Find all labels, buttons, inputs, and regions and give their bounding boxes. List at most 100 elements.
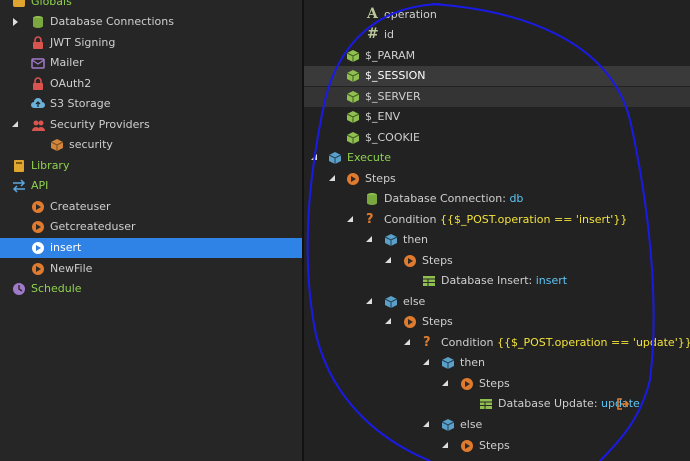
- global-env[interactable]: $_ENV: [304, 107, 690, 127]
- collapse-arrow-icon[interactable]: [311, 154, 317, 160]
- tree-label: NewFile: [50, 262, 93, 275]
- collapse-arrow-icon[interactable]: [385, 257, 391, 263]
- tree-item-api[interactable]: API: [0, 176, 302, 196]
- tree-label: security: [69, 138, 113, 151]
- collapse-arrow-icon[interactable]: [347, 216, 353, 222]
- steps-node[interactable]: Steps: [304, 312, 690, 332]
- tree-label: else: [403, 295, 426, 308]
- tree-label: Database Connections: [50, 15, 174, 28]
- tree-item-schedule[interactable]: Schedule: [0, 279, 302, 299]
- collapse-arrow-icon[interactable]: [423, 421, 429, 427]
- collapse-arrow-icon[interactable]: [329, 175, 335, 181]
- question-icon: ?: [423, 335, 431, 350]
- input-id[interactable]: # id: [304, 25, 690, 45]
- tree-item-mailer[interactable]: Mailer: [0, 53, 302, 73]
- tree-item-getcreateduser[interactable]: Getcreateduser: [0, 217, 302, 237]
- execute-node[interactable]: Execute: [304, 148, 690, 168]
- tree-label: API: [31, 179, 49, 192]
- tree-item-security-providers[interactable]: Security Providers: [0, 115, 302, 135]
- tree-label: Getcreateduser: [50, 220, 136, 233]
- tree-label: Steps: [422, 254, 453, 267]
- clock-icon: [12, 282, 26, 296]
- project-tree: Globals Database Connections JWT Signing…: [0, 0, 302, 461]
- collapse-arrow-icon[interactable]: [404, 339, 410, 345]
- tree-label: Security Providers: [50, 118, 150, 131]
- tree-item-s3-storage[interactable]: S3 Storage: [0, 94, 302, 114]
- condition-insert-step[interactable]: ? Condition {{$_POST.operation == 'inser…: [304, 210, 690, 230]
- steps-node[interactable]: Steps: [304, 374, 690, 394]
- cube-icon: [328, 151, 342, 165]
- tree-label: S3 Storage: [50, 97, 111, 110]
- tree-label: id: [384, 28, 395, 41]
- play-icon: [31, 220, 45, 234]
- condition-expression: {{$_POST.operation == 'update'}}: [497, 336, 690, 349]
- else-node[interactable]: else: [304, 415, 690, 435]
- lock-icon: [31, 36, 45, 50]
- tree-label: Mailer: [50, 56, 84, 69]
- collapse-arrow-icon[interactable]: [366, 236, 372, 242]
- tree-item-oauth2[interactable]: OAuth2: [0, 74, 302, 94]
- tree-label: insert: [50, 241, 82, 254]
- mail-icon: [31, 56, 45, 70]
- cloud-upload-icon: [31, 97, 45, 111]
- tree-label: Steps: [479, 439, 510, 452]
- step-label: Condition: [441, 336, 494, 349]
- global-cookie[interactable]: $_COOKIE: [304, 128, 690, 148]
- tree-label: $_SERVER: [365, 90, 421, 103]
- tree-item-library[interactable]: Library: [0, 156, 302, 176]
- tree-label: Globals: [31, 0, 72, 8]
- globals-icon: [12, 0, 26, 9]
- step-value: db: [509, 192, 524, 205]
- collapse-arrow-icon[interactable]: [366, 298, 372, 304]
- play-icon: [403, 254, 417, 268]
- condition-update-step[interactable]: ? Condition {{$_POST.operation == 'updat…: [304, 333, 690, 353]
- collapse-arrow-icon[interactable]: [423, 359, 429, 365]
- tree-label: JWT Signing: [50, 36, 116, 49]
- collapse-arrow-icon[interactable]: [442, 442, 448, 448]
- tree-item-newfile[interactable]: NewFile: [0, 259, 302, 279]
- database-icon: [31, 15, 45, 29]
- else-node[interactable]: else: [304, 292, 690, 312]
- then-node[interactable]: then: [304, 230, 690, 250]
- database-update-step[interactable]: Database Update: update: [304, 394, 690, 414]
- play-icon: [403, 315, 417, 329]
- then-node[interactable]: then: [304, 353, 690, 373]
- cube-icon: [384, 295, 398, 309]
- database-connection-step[interactable]: Database Connection: db: [304, 189, 690, 209]
- collapse-arrow-icon[interactable]: [442, 380, 448, 386]
- global-session[interactable]: $_SESSION: [304, 66, 690, 86]
- panel-splitter[interactable]: [302, 0, 304, 461]
- tree-item-database-connections[interactable]: Database Connections: [0, 12, 302, 32]
- collapse-arrow-icon[interactable]: [12, 121, 18, 127]
- input-operation[interactable]: A operation: [304, 5, 690, 25]
- steps-node[interactable]: Steps: [304, 251, 690, 271]
- cube-icon: [346, 131, 360, 145]
- tree-item-createuser[interactable]: Createuser: [0, 197, 302, 217]
- tree-label: then: [403, 233, 429, 246]
- cube-icon: [346, 90, 360, 104]
- cube-icon: [441, 356, 455, 370]
- tree-item-security[interactable]: security: [0, 135, 302, 155]
- tree-item-globals[interactable]: Globals: [0, 0, 302, 12]
- global-server[interactable]: $_SERVER: [304, 87, 690, 107]
- number-type-icon: #: [367, 26, 379, 42]
- tree-label: Schedule: [31, 282, 82, 295]
- steps-node[interactable]: Steps: [304, 169, 690, 189]
- play-icon: [31, 262, 45, 276]
- expand-arrow-icon[interactable]: [13, 18, 18, 26]
- cube-icon: [346, 69, 360, 83]
- collapse-arrow-icon[interactable]: [385, 318, 391, 324]
- tree-label: Steps: [479, 377, 510, 390]
- tree-item-jwt-signing[interactable]: JWT Signing: [0, 33, 302, 53]
- steps-node[interactable]: Steps: [304, 436, 690, 456]
- cube-icon: [346, 110, 360, 124]
- tree-label: $_PARAM: [365, 49, 416, 62]
- table-icon: [479, 397, 493, 411]
- tree-label: $_SESSION: [365, 69, 426, 82]
- tree-label: then: [460, 356, 486, 369]
- tree-label: $_ENV: [365, 110, 401, 123]
- play-icon: [460, 439, 474, 453]
- database-insert-step[interactable]: Database Insert: insert: [304, 271, 690, 291]
- global-param[interactable]: $_PARAM: [304, 46, 690, 66]
- tree-item-insert[interactable]: insert: [0, 238, 302, 258]
